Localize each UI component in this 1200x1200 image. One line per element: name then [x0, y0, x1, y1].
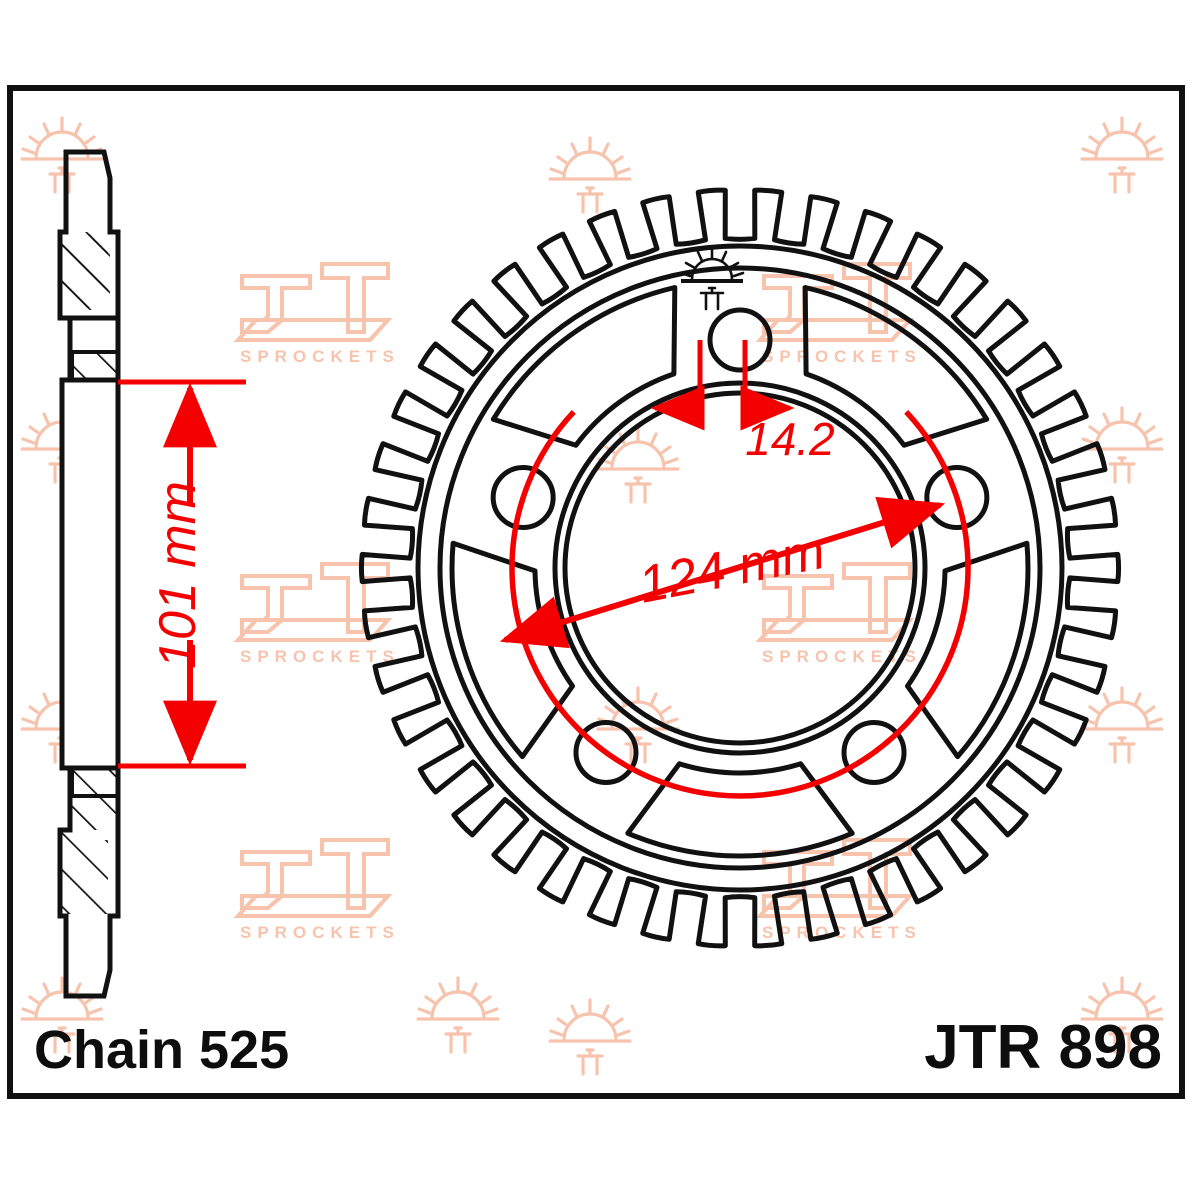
spoke-cutout — [802, 285, 990, 448]
tooth-outline — [358, 187, 1122, 949]
chain-size-label: Chain 525 — [34, 1020, 289, 1080]
sprocket-teeth — [358, 187, 1122, 949]
bore-dimension-label: 101 mm — [149, 481, 207, 669]
bolt-hole — [707, 307, 773, 373]
pcd-dimension — [499, 410, 971, 799]
jt-sunrise-stamp — [679, 246, 745, 311]
bore-dimension — [118, 379, 246, 769]
bolt-hole — [573, 719, 639, 785]
watermark-jt-logo — [236, 262, 924, 944]
rim-inner-circle — [415, 243, 1065, 893]
spoke-cutout — [905, 540, 1031, 760]
cross-section-profile — [57, 149, 121, 999]
drawing-frame — [7, 85, 1185, 1099]
spoke-cutout — [490, 285, 678, 448]
web-outer-circle — [437, 265, 1043, 871]
spoke-cutout — [625, 761, 855, 859]
bolt-hole — [841, 719, 907, 785]
pcd-dimension-label: 124 mm — [634, 522, 829, 615]
part-number-label: JTR 898 — [924, 1013, 1162, 1082]
bolt-hole-dimension-label: 14.2 — [745, 413, 835, 465]
bolt-hole-dimension — [650, 340, 795, 431]
